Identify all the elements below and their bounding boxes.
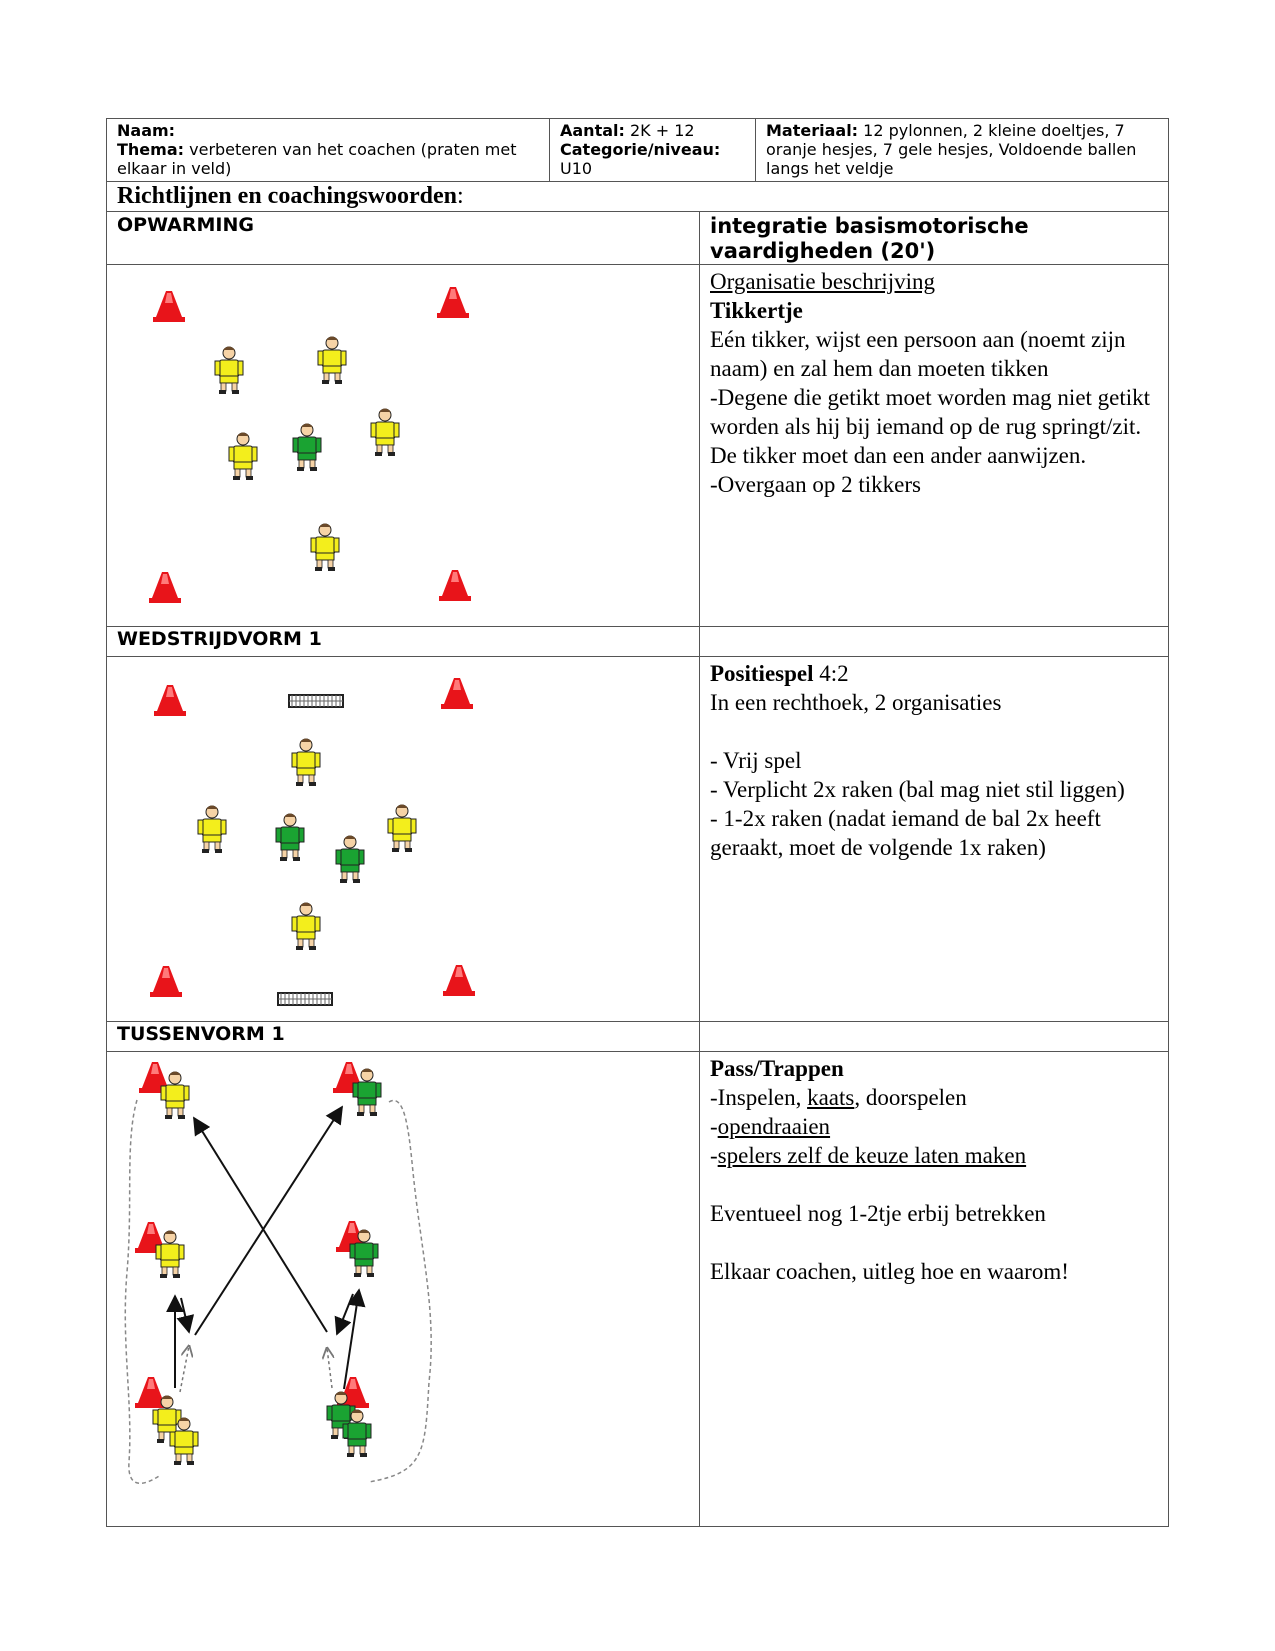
cone-icon <box>437 287 469 318</box>
content-table: Richtlijnen en coachingswoorden: OPWARMI… <box>106 181 1169 1527</box>
cone-icon <box>150 966 182 997</box>
section-subtitle-opwarming: integratie basismotorische vaardigheden … <box>700 212 1169 265</box>
thema-label: Thema: <box>117 140 184 159</box>
green-player-icon <box>276 814 304 862</box>
cone-icon <box>441 678 473 709</box>
figure-tussenvorm <box>107 1052 700 1527</box>
wedstrijdvorm-line-1: In een rechthoek, 2 organisaties <box>710 688 1158 717</box>
cone-icon <box>439 570 471 601</box>
tussenvorm-diagram <box>107 1052 699 1526</box>
green-player-icon <box>336 836 364 884</box>
tussenvorm-line-4: Eventueel nog 1-2tje erbij betrekken <box>710 1199 1158 1228</box>
section-title-wedstrijdvorm: WEDSTRIJDVORM 1 <box>107 627 700 657</box>
arrow-icon <box>337 1294 353 1334</box>
cone-icon <box>149 572 181 603</box>
arrow-icon <box>180 1346 189 1392</box>
kaats-text: kaats <box>807 1085 854 1110</box>
section-title-opwarming: OPWARMING <box>107 212 700 265</box>
yellow-player-icon <box>229 433 257 481</box>
cone-icon <box>154 685 186 716</box>
exercise-title-tussenvorm: Pass/Trappen <box>710 1054 1158 1083</box>
opwarming-line-2: -Degene die getikt moet worden mag niet … <box>710 383 1158 470</box>
arrow-icon <box>195 1107 342 1335</box>
wedstrijdvorm-line-3: - Verplicht 2x raken (bal mag niet stil … <box>710 775 1158 804</box>
yellow-player-icon <box>292 903 320 951</box>
yellow-player-icon <box>311 524 339 572</box>
green-player-icon <box>293 424 321 472</box>
aantal-label: Aantal: <box>560 121 625 140</box>
yellow-player-icon <box>161 1072 189 1120</box>
categorie-label: Categorie/niveau: <box>560 140 747 159</box>
arrow-icon <box>327 1348 332 1388</box>
description-tussenvorm: Pass/Trappen -Inspelen, kaats, doorspele… <box>700 1052 1169 1527</box>
arrow-icon <box>181 1298 189 1332</box>
yellow-player-icon <box>292 739 320 787</box>
keuze-text: spelers zelf de keuze laten maken <box>718 1143 1026 1168</box>
description-wedstrijdvorm: Positiespel 4:2 In een rechthoek, 2 orga… <box>700 657 1169 1022</box>
opwarming-diagram <box>107 265 699 626</box>
exercise-suffix: 4:2 <box>814 661 849 686</box>
figure-opwarming <box>107 265 700 627</box>
section-title-tussenvorm: TUSSENVORM 1 <box>107 1022 700 1052</box>
aantal-value: 2K + 12 <box>630 121 695 140</box>
header-materiaal-cell: Materiaal: 12 pylonnen, 2 kleine doeltje… <box>756 119 1169 182</box>
cone-icon <box>153 291 185 322</box>
opwarming-line-3: -Overgaan op 2 tikkers <box>710 470 1158 499</box>
path-left <box>125 1100 159 1483</box>
yellow-player-icon <box>215 347 243 395</box>
header-aantal-cell: Aantal: 2K + 12 Categorie/niveau: U10 <box>550 119 756 182</box>
exercise-title-wedstrijdvorm: Positiespel <box>710 661 814 686</box>
yellow-player-icon <box>198 806 226 854</box>
header-table: Naam: Thema: verbeteren van het coachen … <box>106 118 1169 182</box>
opwarming-line-1: Eén tikker, wijst een persoon aan (noemt… <box>710 325 1158 383</box>
richtlijnen-heading: Richtlijnen en coachingswoorden: <box>107 182 1169 212</box>
opendraaien-text: opendraaien <box>718 1114 830 1139</box>
yellow-player-icon <box>318 337 346 385</box>
wedstrijdvorm-line-4: - 1-2x raken (nadat iemand de bal 2x hee… <box>710 804 1158 862</box>
arrow-icon <box>194 1118 327 1332</box>
arrow-icon <box>344 1290 359 1389</box>
training-sheet: Naam: Thema: verbeteren van het coachen … <box>106 118 1168 1527</box>
yellow-player-icon <box>156 1231 184 1279</box>
wedstrijdvorm-diagram <box>107 657 699 1021</box>
materiaal-label: Materiaal: <box>766 121 858 140</box>
description-opwarming: Organisatie beschrijving Tikkertje Eén t… <box>700 265 1169 627</box>
cone-icon <box>443 965 475 996</box>
org-label: Organisatie beschrijving <box>710 267 1158 296</box>
header-name-cell: Naam: Thema: verbeteren van het coachen … <box>107 119 550 182</box>
yellow-player-icon <box>388 805 416 853</box>
exercise-title-opwarming: Tikkertje <box>710 296 1158 325</box>
goal-icon <box>289 695 343 707</box>
naam-label: Naam: <box>117 121 541 140</box>
figure-wedstrijdvorm <box>107 657 700 1022</box>
tussenvorm-line-5: Elkaar coachen, uitleg hoe en waarom! <box>710 1257 1158 1286</box>
path-right <box>369 1100 431 1482</box>
goal-icon <box>278 993 332 1005</box>
wedstrijdvorm-line-2: - Vrij spel <box>710 746 1158 775</box>
yellow-player-icon <box>371 409 399 457</box>
categorie-value: U10 <box>560 159 747 178</box>
